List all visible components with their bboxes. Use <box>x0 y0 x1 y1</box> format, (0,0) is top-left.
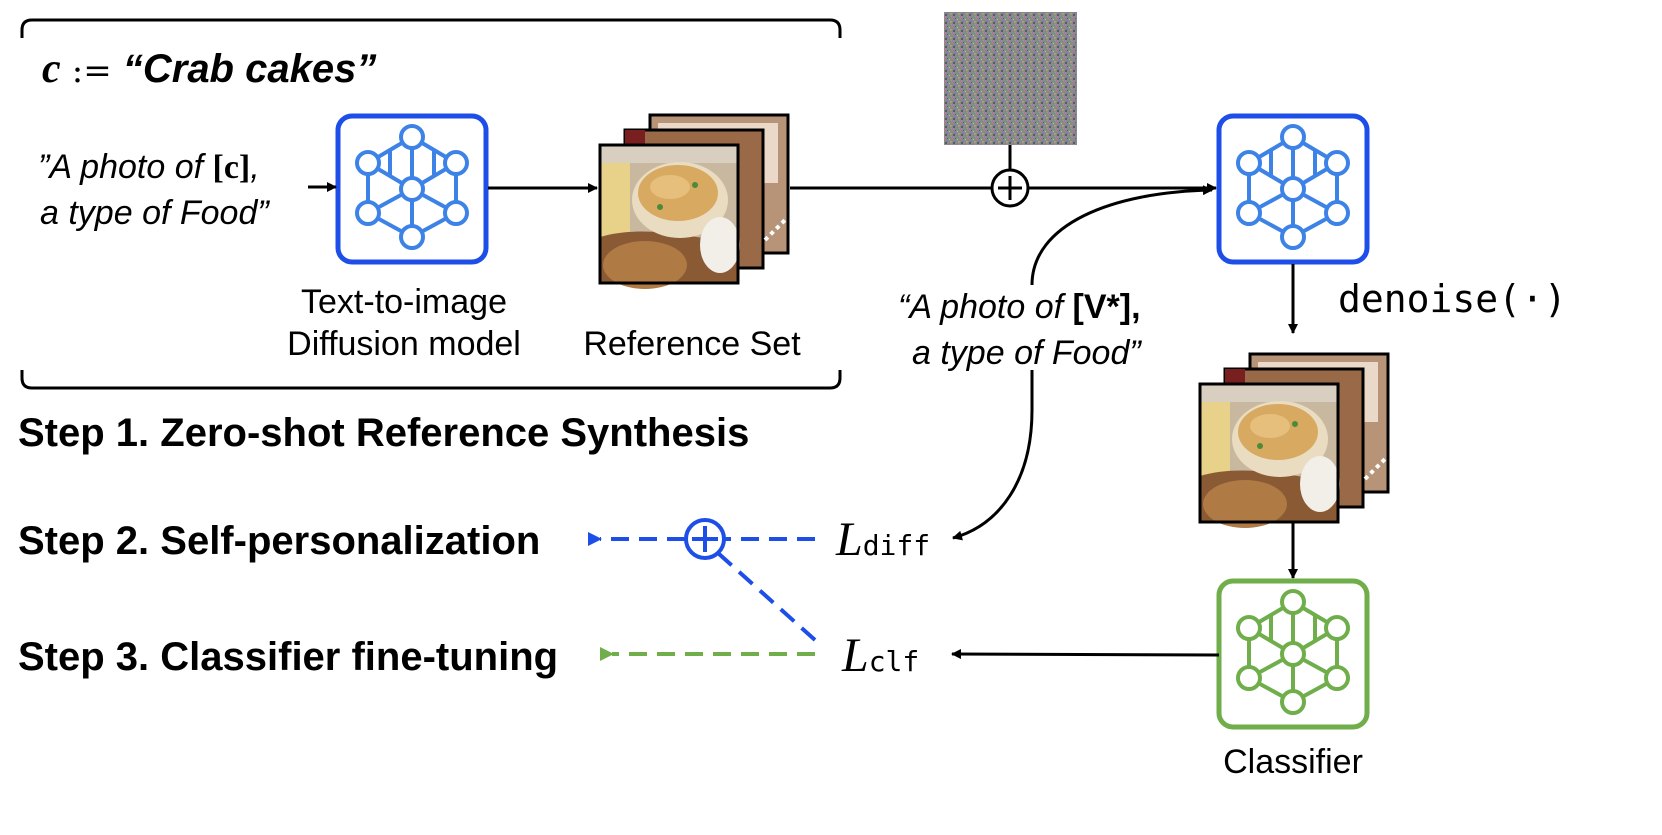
blue-dash-lclf-to-add <box>716 551 817 642</box>
t2i-label-line2: Diffusion model <box>287 325 521 363</box>
assign-symbol: := <box>71 51 112 91</box>
circled-plus-icon <box>684 518 726 560</box>
prompt2-token: [V*], <box>1072 288 1141 326</box>
step1-bracket <box>20 18 842 38</box>
c-symbol: c <box>42 46 61 92</box>
curve-prompt2-to-ldiff <box>952 370 1034 541</box>
prompt2-line1: “A photo of [V*], <box>898 290 1141 324</box>
prompt1-line1: ”A photo of [c], <box>38 150 260 185</box>
classifier-label: Classifier <box>1223 743 1363 781</box>
prompt1-prefix: ”A photo of <box>38 148 213 186</box>
step1-title: Step 1. Zero-shot Reference Synthesis <box>18 411 750 455</box>
prompt2-prefix: “A photo of <box>898 288 1073 326</box>
reference-set-label: Reference Set <box>583 325 801 363</box>
loss-diff-symbol: L <box>836 513 863 566</box>
loss-diff: Ldiff <box>836 516 930 564</box>
reference-set-image-stack <box>600 115 788 289</box>
step3-title: Step 3. Classifier fine-tuning <box>18 635 559 679</box>
curve-prompt2-to-diffusion <box>1030 185 1213 286</box>
denoise-label: denoise(·) <box>1338 277 1567 321</box>
prompt2-line2: a type of Food” <box>912 334 1141 372</box>
step2-title: Step 2. Self-personalization <box>18 519 541 563</box>
prompt1-line2: a type of Food” <box>40 194 269 232</box>
loss-clf-subscript: clf <box>868 645 920 678</box>
class-definition: c := “Crab cakes” <box>42 48 376 90</box>
loss-diff-subscript: diff <box>862 529 931 562</box>
arrow-classifier-to-lclf <box>951 649 1220 660</box>
step1-bracket-bottom <box>20 370 842 390</box>
class-name: “Crab cakes” <box>122 47 377 91</box>
loss-clf-symbol: L <box>842 629 869 682</box>
t2i-label-line1: Text-to-image <box>301 283 507 321</box>
prompt1-suffix: , <box>250 148 260 186</box>
prompt1-token: [c] <box>212 149 251 186</box>
gaussian-noise-image <box>944 12 1077 145</box>
loss-clf: Lclf <box>842 632 919 680</box>
circled-plus-icon <box>990 168 1030 208</box>
generated-image-stack <box>1200 354 1388 528</box>
